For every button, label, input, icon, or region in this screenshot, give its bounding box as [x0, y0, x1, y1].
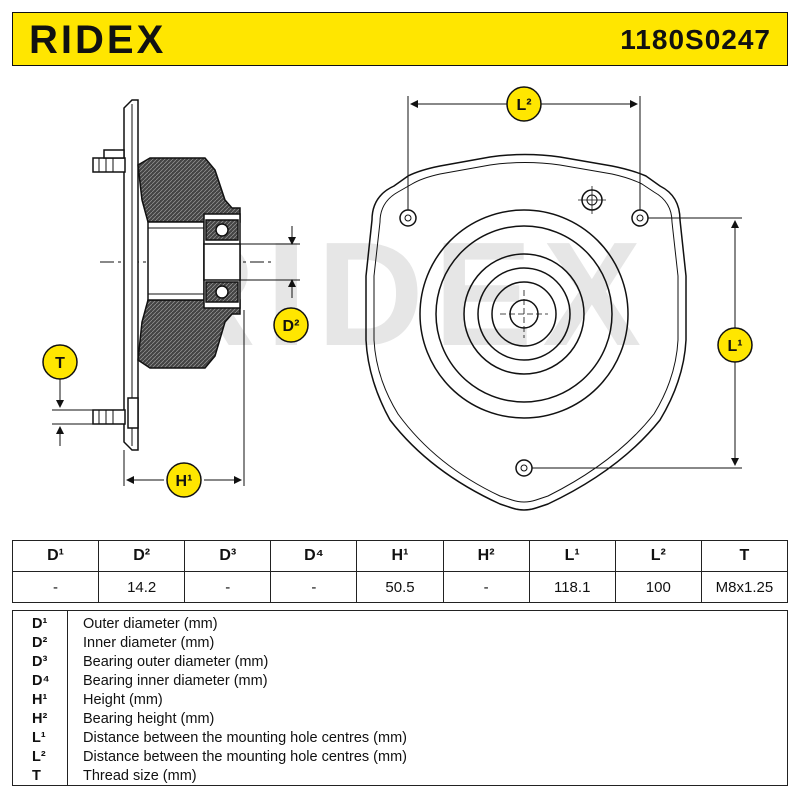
spec-value-cell: 100: [614, 571, 702, 603]
spec-header-cell: T: [700, 540, 789, 572]
dimension-t: [52, 378, 93, 446]
spec-header-cell: L¹: [528, 540, 616, 572]
spec-value-cell: M8x1.25: [700, 571, 789, 603]
legend-symbol: T: [32, 768, 41, 784]
header-banner: RIDEX 1180S0247: [12, 12, 788, 66]
legend-item: D³ Bearing outer diameter (mm): [13, 653, 787, 672]
legend-description: Bearing outer diameter (mm): [83, 654, 269, 670]
legend-item: L² Distance between the mounting hole ce…: [13, 748, 787, 767]
legend-item: D² Inner diameter (mm): [13, 634, 787, 653]
dimension-d2: [240, 226, 300, 298]
l2-badge-label: L²: [516, 97, 531, 114]
dimension-l1: [532, 217, 742, 469]
spec-value-cell: 14.2: [98, 571, 186, 603]
legend-symbol: D²: [32, 635, 48, 651]
spec-value-row: - 14.2 - - 50.5 - 118.1 100 M8x1.25: [11, 571, 789, 603]
legend-description: Outer diameter (mm): [83, 616, 218, 632]
t-badge: [42, 344, 78, 380]
l2-badge: [506, 86, 542, 122]
spec-value-cell: -: [270, 571, 358, 603]
legend-description: Distance between the mounting hole centr…: [83, 749, 407, 765]
legend-description: Thread size (mm): [83, 768, 197, 784]
legend-symbol: D⁴: [32, 673, 50, 689]
technical-drawing: RIDEX: [42, 86, 753, 511]
legend-symbol: L²: [32, 749, 46, 765]
t-badge-label: T: [55, 355, 65, 372]
legend-description: Bearing inner diameter (mm): [83, 673, 268, 689]
spec-header-cell: D¹: [11, 540, 100, 572]
l1-badge-label: L¹: [727, 338, 742, 355]
brand-logo: RIDEX: [29, 18, 167, 62]
legend: D¹ Outer diameter (mm) D² Inner diameter…: [12, 610, 788, 786]
legend-item: H¹ Height (mm): [13, 691, 787, 710]
spec-value-cell: 50.5: [356, 571, 444, 603]
top-view: [365, 153, 687, 511]
spec-header-cell: D²: [98, 540, 186, 572]
dimension-l2: [407, 96, 641, 210]
legend-description: Bearing height (mm): [83, 711, 215, 727]
spec-value-cell: -: [442, 571, 530, 603]
spec-header-row: D¹ D² D³ D⁴ H¹ H² L¹ L² T: [11, 540, 789, 572]
l1-badge: [717, 327, 753, 363]
legend-symbol: H²: [32, 711, 48, 727]
spec-header-cell: D³: [184, 540, 272, 572]
legend-symbol: L¹: [32, 730, 46, 746]
part-number: 1180S0247: [620, 24, 771, 55]
legend-divider: [67, 611, 68, 785]
spec-header-cell: L²: [614, 540, 702, 572]
spec-value-cell: 118.1: [528, 571, 616, 603]
legend-item: H² Bearing height (mm): [13, 710, 787, 729]
legend-symbol: H¹: [32, 692, 48, 708]
legend-description: Inner diameter (mm): [83, 635, 215, 651]
legend-symbol: D¹: [32, 616, 48, 632]
side-section-view: [92, 99, 275, 451]
spec-value-cell: -: [11, 571, 100, 603]
legend-symbol: D³: [32, 654, 48, 670]
dimension-h1: [123, 310, 245, 486]
d2-badge: [273, 307, 309, 343]
legend-item: T Thread size (mm): [13, 767, 787, 786]
h1-badge: [166, 462, 202, 498]
spec-header-cell: D⁴: [270, 540, 358, 572]
spec-table: D¹ D² D³ D⁴ H¹ H² L¹ L² T - 14.2 - - 50.…: [11, 540, 789, 603]
legend-item: D⁴ Bearing inner diameter (mm): [13, 672, 787, 691]
legend-item: L¹ Distance between the mounting hole ce…: [13, 729, 787, 748]
h1-badge-label: H¹: [176, 473, 193, 490]
d2-badge-label: D²: [283, 318, 300, 335]
legend-item: D¹ Outer diameter (mm): [13, 615, 787, 634]
legend-description: Height (mm): [83, 692, 163, 708]
spec-header-cell: H²: [442, 540, 530, 572]
legend-description: Distance between the mounting hole centr…: [83, 730, 407, 746]
spec-header-cell: H¹: [356, 540, 444, 572]
spec-value-cell: -: [184, 571, 272, 603]
